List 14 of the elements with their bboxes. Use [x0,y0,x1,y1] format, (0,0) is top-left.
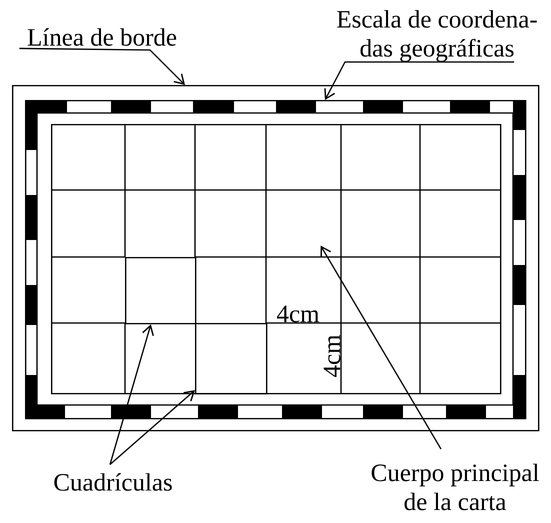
grid-cell [195,323,268,394]
leader-line [110,390,195,466]
callout-text: Línea de borde [28,28,176,46]
callout-text: Cuerpo principal de la carta [372,464,539,510]
dimension-label: 4cm [324,334,340,378]
leader-line [19,48,185,85]
map-body-frame [51,124,502,394]
leader-line [324,61,514,100]
grid-cell [125,257,196,324]
callout-text: Escala de coordena- das geográficas [337,10,537,62]
leader-line [109,324,154,465]
dimension-label: 4cm [276,306,320,322]
callout-text: Cuadrículas [54,473,172,491]
leader-line [320,246,442,450]
